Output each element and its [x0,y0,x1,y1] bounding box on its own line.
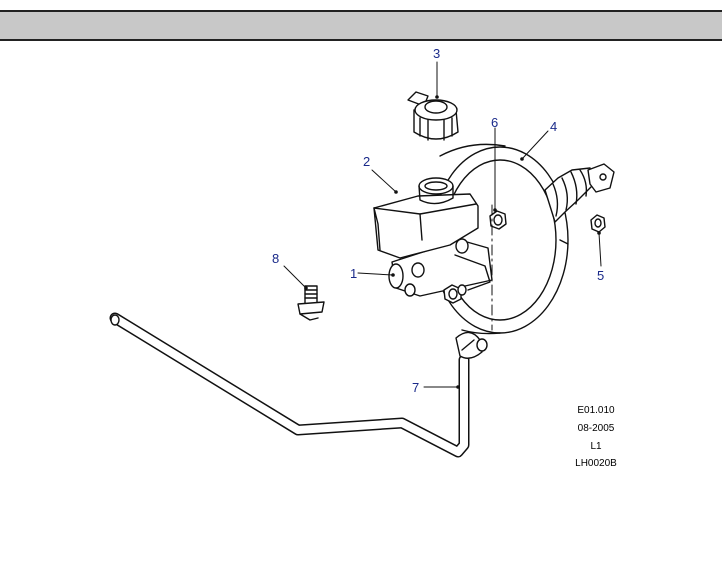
illustration-id: LH0020B [575,458,617,469]
booster-nut-5 [590,214,606,233]
callout-1: 1 [350,266,357,281]
reference-level: L1 [590,441,602,452]
callout-7: 7 [412,380,419,395]
reservoir-cap [407,91,459,141]
leader-dots [304,95,601,389]
mounting-nut-lower [443,284,467,304]
reference-date: 08-2005 [577,423,615,434]
bracket-clip-8 [297,285,325,321]
brake-pipe [109,312,470,458]
master-cylinder [388,238,493,297]
callout-4: 4 [550,119,557,134]
callout-3: 3 [433,46,440,61]
callout-8: 8 [272,251,279,266]
header-bar [0,10,722,41]
reference-code: E01.010 [577,405,615,416]
leader-lines [283,61,602,388]
pipe-union [455,331,488,359]
fluid-reservoir [373,177,479,259]
mounting-nut-6 [489,210,507,230]
callout-6: 6 [491,115,498,130]
callout-2: 2 [363,154,370,169]
callout-5: 5 [597,268,604,283]
